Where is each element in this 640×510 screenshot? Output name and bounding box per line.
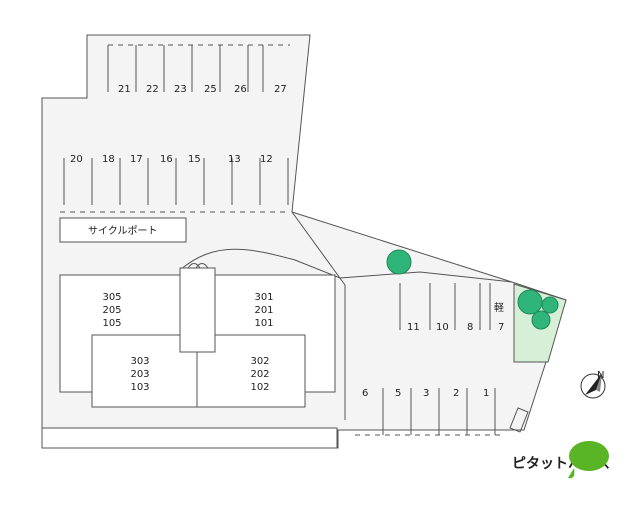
unit-label: 305 bbox=[102, 292, 121, 303]
parking-number: 5 bbox=[395, 388, 401, 399]
parking-number: 6 bbox=[362, 388, 368, 399]
parking-number: 1 bbox=[483, 388, 489, 399]
parking-number: 16 bbox=[160, 154, 173, 165]
unit-label: 202 bbox=[250, 369, 269, 380]
parking-number: 8 bbox=[467, 322, 473, 333]
parking-number: 2 bbox=[453, 388, 459, 399]
unit-label: 301 bbox=[254, 292, 273, 303]
north-label: N bbox=[597, 370, 604, 381]
unit-label: 303 bbox=[130, 356, 149, 367]
right-lower-parking-bays bbox=[355, 388, 500, 436]
parking-number: 23 bbox=[174, 84, 187, 95]
logo-leaf-icon bbox=[568, 441, 609, 479]
walkway bbox=[179, 211, 513, 420]
parking-number: 20 bbox=[70, 154, 83, 165]
unit-label: 101 bbox=[254, 318, 273, 329]
parking-number: 12 bbox=[260, 154, 273, 165]
building bbox=[59, 263, 336, 408]
parking-number: 18 bbox=[102, 154, 115, 165]
unit-label: 201 bbox=[254, 305, 273, 316]
right-upper-parking-bays bbox=[399, 283, 491, 330]
cycle-port bbox=[59, 217, 187, 243]
bottom-road-strip bbox=[41, 427, 338, 449]
parking-number: 27 bbox=[274, 84, 287, 95]
unit-label: 103 bbox=[130, 382, 149, 393]
parking-number: 3 bbox=[423, 388, 429, 399]
parking-number: 17 bbox=[130, 154, 143, 165]
unit-label: 205 bbox=[102, 305, 121, 316]
unit-label: 203 bbox=[130, 369, 149, 380]
parking-number: 25 bbox=[204, 84, 217, 95]
middle-parking-bays bbox=[60, 158, 290, 213]
parking-number: 15 bbox=[188, 154, 201, 165]
parking-number: 7 bbox=[498, 322, 504, 333]
unit-label: 105 bbox=[102, 318, 121, 329]
north-arrow-icon bbox=[580, 373, 606, 399]
unit-label: 302 bbox=[250, 356, 269, 367]
top-parking-bays bbox=[107, 44, 290, 92]
unit-label: 102 bbox=[250, 382, 269, 393]
parking-number: 11 bbox=[407, 322, 420, 333]
parking-number: 21 bbox=[118, 84, 131, 95]
parking-number: 13 bbox=[228, 154, 241, 165]
parking-number: 26 bbox=[234, 84, 247, 95]
parking-number: 22 bbox=[146, 84, 159, 95]
tree-icon bbox=[386, 249, 559, 330]
parking-number: 10 bbox=[436, 322, 449, 333]
gate-structure bbox=[509, 407, 529, 433]
cycle-port-label: サイクルポート bbox=[88, 225, 158, 237]
kei-car-label: 軽 bbox=[494, 302, 504, 314]
